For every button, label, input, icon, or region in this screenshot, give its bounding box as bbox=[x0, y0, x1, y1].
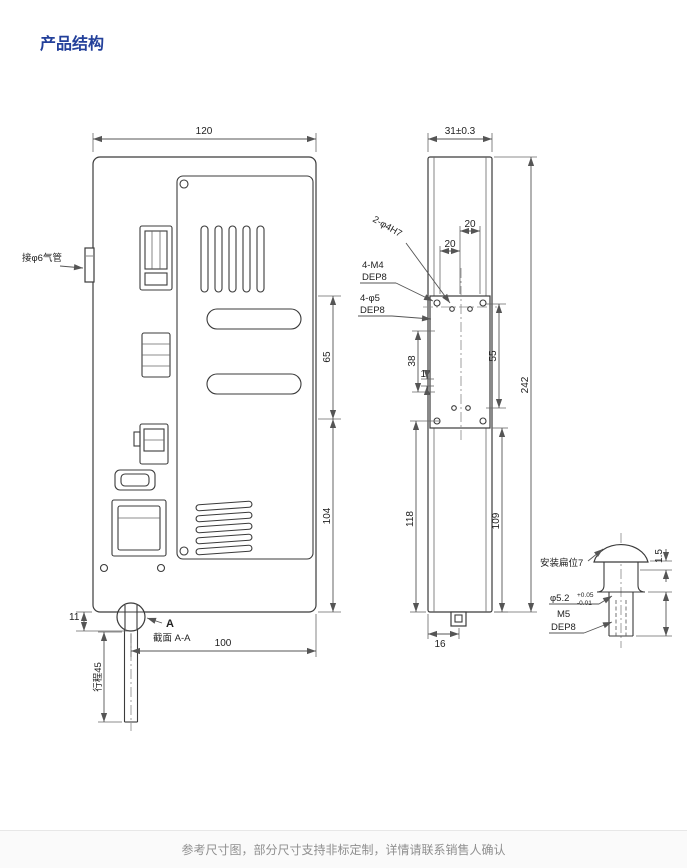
dim-65: 65 bbox=[322, 351, 333, 363]
screw-icon bbox=[179, 179, 189, 189]
m4-hole bbox=[433, 299, 441, 307]
m4-callout-line2: DEP8 bbox=[362, 272, 387, 283]
front-face-plate bbox=[176, 175, 314, 560]
dim-55: 55 bbox=[488, 350, 499, 362]
dim-109: 109 bbox=[491, 512, 502, 529]
stroke-dim-label: 行程45 bbox=[92, 662, 104, 692]
m4-callout-line1: 4-M4 bbox=[362, 260, 384, 271]
pin-hole bbox=[449, 306, 455, 312]
dim-20b: 20 bbox=[444, 239, 456, 250]
dim-31: 31±0.3 bbox=[445, 126, 476, 137]
slot-upper bbox=[206, 308, 302, 330]
mid-connector bbox=[141, 332, 171, 378]
vent-louvers bbox=[195, 500, 253, 556]
dim-120: 120 bbox=[196, 126, 213, 137]
dim-118: 118 bbox=[405, 511, 416, 527]
section-letter: A bbox=[166, 618, 174, 630]
dim-11: 11 bbox=[69, 612, 80, 623]
footer-text: 参考尺寸图，部分尺寸支持非标定制，详情请联系销售人确认 bbox=[181, 843, 506, 857]
screw-icon bbox=[156, 563, 166, 573]
pin-hole bbox=[451, 405, 457, 411]
thread-callout: M5 bbox=[557, 609, 570, 620]
pin-holes-callout: 2-φ4H7 bbox=[371, 214, 404, 240]
slot-lower bbox=[206, 373, 302, 395]
dia-callout: φ5.2 bbox=[550, 593, 569, 604]
flat-callout: 安装扁位7 bbox=[540, 557, 583, 569]
dim-20a: 20 bbox=[464, 219, 476, 230]
square-module bbox=[111, 499, 167, 557]
dia-tol-lower: -0.01 bbox=[577, 600, 592, 607]
pin-hole bbox=[467, 306, 473, 312]
section-circle bbox=[116, 602, 146, 632]
fastener-head bbox=[593, 543, 649, 563]
io-port bbox=[114, 469, 156, 491]
dim-38: 38 bbox=[407, 355, 418, 367]
phi5-callout-line1: 4-φ5 bbox=[360, 293, 380, 304]
dim-104: 104 bbox=[322, 507, 333, 524]
screw-icon bbox=[99, 563, 109, 573]
m4-hole bbox=[479, 299, 487, 307]
dim-16: 16 bbox=[434, 639, 446, 650]
terminal-connector bbox=[139, 225, 173, 291]
air-fitting-label: 接φ6气管 bbox=[22, 252, 62, 264]
dim-242: 242 bbox=[520, 376, 531, 393]
dim-1p5: 1.5 bbox=[654, 549, 665, 563]
side-view: 31±0.3 242 20 20 38 1 bbox=[358, 126, 537, 650]
detail-view: 安装扁位7 1.5 φ5.2 +0.05 -0.01 M5 DEP8 bbox=[540, 533, 672, 648]
screw-icon bbox=[179, 546, 189, 556]
phi5-callout-line2: DEP8 bbox=[360, 305, 385, 316]
dim-100: 100 bbox=[215, 638, 232, 649]
air-fitting bbox=[84, 247, 95, 283]
page-title: 产品结构 bbox=[40, 36, 105, 53]
bottom-connector bbox=[450, 611, 467, 627]
lower-connector bbox=[133, 423, 169, 465]
dia-tol-upper: +0.05 bbox=[577, 592, 594, 599]
depth-callout: DEP8 bbox=[551, 622, 576, 633]
pin-hole bbox=[465, 405, 471, 411]
footer-note: 参考尺寸图，部分尺寸支持非标定制，详情请联系销售人确认 bbox=[0, 830, 687, 868]
front-view: 接φ6气管 A 截面 A-A 120 65 104 bbox=[22, 126, 341, 731]
vent-slots-vertical bbox=[200, 225, 265, 293]
section-label: 截面 A-A bbox=[153, 632, 191, 644]
m4-hole bbox=[479, 417, 487, 425]
front-body-outline bbox=[92, 156, 317, 613]
dim-1: 1 bbox=[420, 369, 426, 380]
mounting-plate bbox=[429, 295, 491, 429]
